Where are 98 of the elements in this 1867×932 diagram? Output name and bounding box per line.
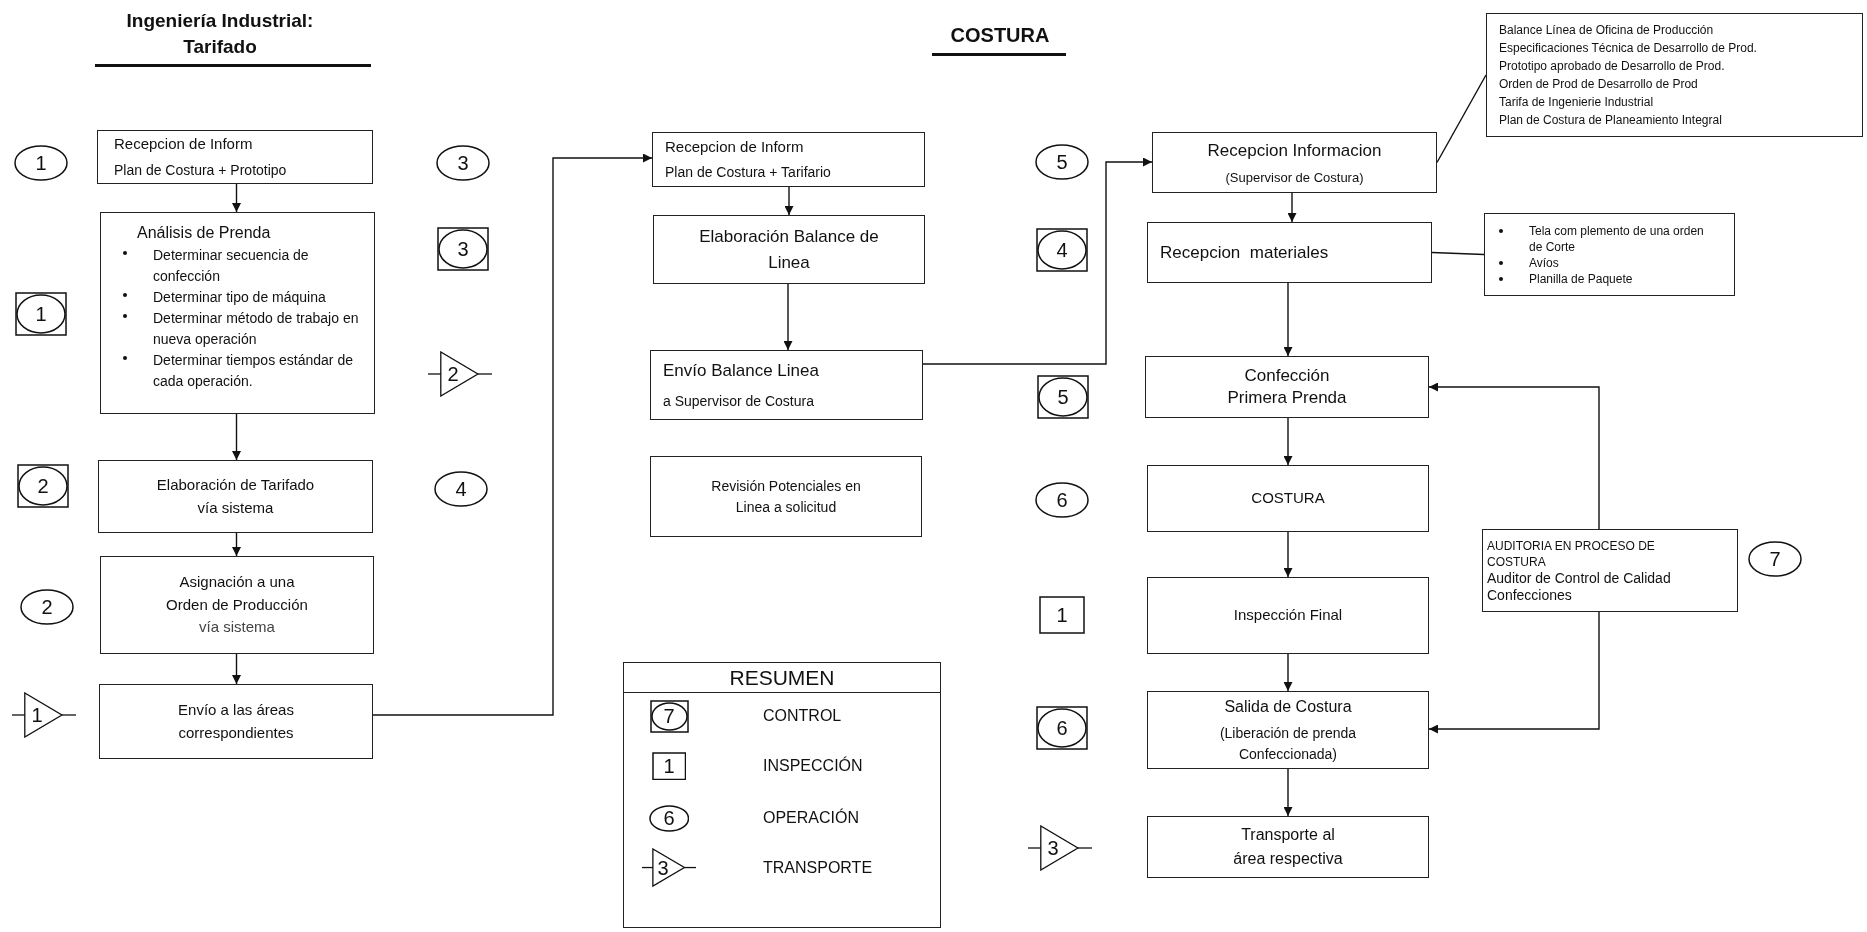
arrow	[232, 653, 241, 685]
box-text: Recepcion Informacion	[1207, 140, 1382, 162]
legend-text: OPERACIÓN	[763, 808, 859, 828]
process-box	[1147, 465, 1429, 532]
legend-text: CONTROL	[763, 706, 842, 726]
section-heading: Ingeniería Industrial: Tarifado	[125, 9, 315, 59]
box-text: Elaboración Balance de Linea	[698, 226, 880, 274]
arrow	[784, 186, 794, 216]
box-text: Asignación a una Orden de Producción	[165, 572, 309, 615]
box-subtext: Especificaciones Técnica de Desarrollo de Prod.	[1499, 40, 1757, 57]
box-subtext: Plan de Costura + Tarifario	[665, 163, 831, 183]
arrow	[1283, 282, 1293, 357]
box-text: COSTURA	[1251, 488, 1325, 509]
box-text: AUDITORIA EN PROCESO DE COSTURA	[1487, 537, 1656, 570]
bullet-item: Determinar tipo de máquina	[121, 287, 326, 308]
note-box	[1484, 213, 1735, 296]
arrow	[1283, 417, 1293, 466]
bullet-item: Tela com plemento de una orden de Corte	[1497, 222, 1704, 255]
arrow	[1283, 531, 1293, 578]
box-text: Inspección Final	[1233, 605, 1343, 626]
control-symbol: 3	[437, 227, 489, 271]
box-subtext: Orden de Prod de Desarrollo de Prod	[1499, 76, 1698, 93]
process-box	[98, 460, 373, 533]
process-box	[100, 556, 374, 654]
legend-text: TRANSPORTE	[763, 858, 873, 878]
process-box	[1482, 529, 1738, 612]
box-text: Balance Línea de Oficina de Producción	[1499, 22, 1714, 39]
bullet-item: Planilla de Paquete	[1497, 270, 1633, 287]
box-subtext: (Supervisor de Costura)	[1225, 168, 1364, 187]
arrow	[372, 153, 653, 716]
bullet-item: Determinar método de trabajo en nueva operación	[121, 308, 366, 350]
box-text: Revisión Potenciales en Linea a solicitud	[710, 476, 862, 517]
box-text: Elaboración de Tarifado vía sistema	[155, 475, 316, 518]
arrow	[232, 413, 241, 461]
box-subtext: (Liberación de prenda Confeccionada)	[1218, 724, 1358, 764]
arrow	[1428, 382, 1600, 530]
process-box	[100, 212, 375, 414]
box-heading: Análisis de Prenda	[136, 223, 271, 243]
arrow	[1283, 653, 1293, 692]
operation-symbol: 6	[648, 804, 690, 832]
control-symbol: 6	[1036, 706, 1088, 750]
process-box	[1147, 222, 1432, 283]
box-text: Envío Balance Linea	[663, 359, 819, 382]
box-subtext: vía sistema	[199, 617, 275, 638]
box-text: Recepcion de Inform	[114, 134, 253, 155]
box-text: Salida de Costura	[1224, 697, 1352, 717]
process-box	[652, 132, 925, 187]
box-text: Confección Primera Prenda	[1226, 365, 1348, 409]
leader-line	[1436, 74, 1487, 164]
box-subtext: Plan de Costura + Prototipo	[114, 160, 287, 180]
operation-symbol: 2	[20, 589, 74, 625]
box-subtext: Plan de Costura de Planeamiento Integral	[1499, 112, 1722, 129]
control-symbol: 2	[17, 464, 69, 508]
box-subtext: Auditor de Control de Calidad Confecciones	[1487, 569, 1672, 604]
note-box	[1486, 13, 1863, 137]
operation-symbol: 7	[1748, 541, 1802, 577]
control-symbol: 7	[649, 699, 689, 733]
operation-symbol: 1	[14, 145, 68, 181]
process-box	[1152, 132, 1437, 193]
process-box	[1147, 816, 1429, 878]
legend-title: RESUMEN	[624, 663, 940, 693]
box-text: Recepcion materiales	[1160, 241, 1329, 264]
arrow	[232, 532, 241, 557]
leader-line	[1431, 251, 1485, 256]
process-box	[1147, 691, 1429, 769]
inspection-symbol: 1	[1039, 596, 1085, 634]
inspection-symbol: 1	[651, 751, 687, 781]
operation-symbol: 3	[436, 145, 490, 181]
arrow	[922, 157, 1153, 365]
box-text: Recepcion de Inform	[665, 136, 804, 157]
process-box	[650, 350, 923, 420]
process-box	[650, 456, 922, 537]
process-box	[653, 215, 925, 284]
process-box	[99, 684, 373, 759]
arrow	[1287, 192, 1297, 223]
process-box	[1147, 577, 1429, 654]
bullet-item: Avíos	[1497, 254, 1559, 271]
operation-symbol: 5	[1035, 144, 1089, 180]
bullet-item: Determinar secuencia de confección	[121, 245, 366, 287]
control-symbol: 5	[1037, 375, 1089, 419]
arrow	[783, 283, 793, 351]
box-text: Transporte al área respectiva	[1232, 825, 1344, 869]
process-box	[97, 130, 373, 184]
box-subtext: a Supervisor de Costura	[663, 392, 814, 412]
control-symbol: 4	[1036, 228, 1088, 272]
box-text: Envío a las áreas correspondientes	[177, 700, 295, 743]
legend-text: INSPECCIÓN	[763, 756, 863, 776]
bullet-item: Determinar tiempos estándar de cada operación.	[121, 350, 366, 392]
box-subtext: Tarifa de Ingenierie Industrial	[1499, 94, 1654, 111]
section-heading: COSTURA	[949, 23, 1051, 48]
operation-symbol: 6	[1035, 482, 1089, 518]
arrow	[232, 183, 241, 213]
arrow	[1283, 768, 1293, 817]
arrow	[1428, 611, 1600, 734]
operation-symbol: 4	[434, 471, 488, 507]
control-symbol: 1	[15, 292, 67, 336]
process-box	[1145, 356, 1429, 418]
box-subtext: Prototipo aprobado de Desarrollo de Prod.	[1499, 58, 1725, 75]
